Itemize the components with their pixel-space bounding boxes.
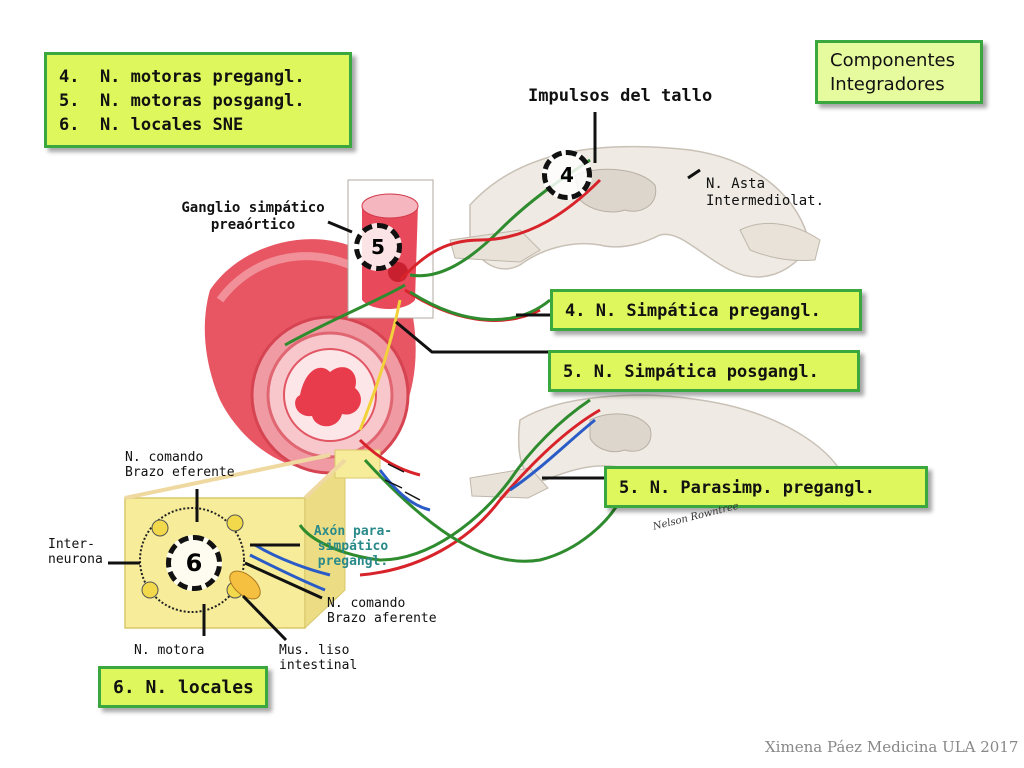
intermediolateral-label: N. Asta Intermediolat. — [706, 176, 824, 210]
smooth-muscle-line-2: intestinal — [279, 658, 358, 673]
callout-lines — [108, 112, 701, 642]
intestine — [204, 239, 416, 475]
marker-6: 6 — [166, 535, 222, 591]
smooth-muscle-line-1: Mus. liso — [279, 643, 350, 658]
outgoing-neurons-legend: 4. N. motoras pregangl. 5. N. motoras po… — [44, 52, 352, 148]
footer-credit: Ximena Páez Medicina ULA 2017 — [765, 738, 1019, 756]
local-neurons-box: 6. N. locales — [98, 666, 268, 708]
asta-line-1: N. Asta — [706, 176, 766, 192]
sympathetic-postganglionic-box: 5. N. Simpática posgangl. — [548, 350, 860, 392]
legend-line-5: 5. N. motoras posgangl. — [59, 91, 305, 111]
command-afferent-label: N. comando Brazo aferente — [327, 596, 437, 626]
legend-line-4: 4. N. motoras pregangl. — [59, 67, 305, 87]
interneuron-label: Inter- neurona — [48, 537, 103, 567]
ganglion-line-1: Ganglio simpático — [181, 200, 325, 216]
orientation-arrows — [384, 463, 421, 501]
interneuron-line-1: Inter- — [48, 537, 95, 552]
command-efferent-line-1: N. comando — [125, 450, 204, 465]
axon-line-3: pregangl. — [317, 554, 389, 569]
smooth-muscle-label: Mus. liso intestinal — [279, 643, 357, 673]
axon-line-2: simpático — [317, 539, 389, 554]
brainstem-impulses-label: Impulsos del tallo — [528, 86, 713, 106]
parasympathetic-preganglionic-box: 5. N. Parasimp. pregangl. — [604, 466, 928, 508]
integrators-line-2: Integradores — [830, 74, 945, 95]
integrators-box: Componentes Integradores — [815, 40, 983, 104]
marker-5: 5 — [354, 223, 402, 271]
command-afferent-line-2: Brazo aferente — [327, 611, 437, 626]
ganglion-label: Ganglio simpático preaórtico — [168, 200, 338, 234]
parasympathetic-axon-label: Axón para- simpático pregangl. — [312, 524, 394, 569]
command-efferent-label: N. comando Brazo eferente — [125, 450, 235, 480]
marker-4: 4 — [542, 150, 592, 200]
ganglion-line-2: preaórtico — [210, 217, 296, 233]
interneuron-line-2: neurona — [48, 552, 103, 567]
axon-line-1: Axón para- — [313, 524, 393, 539]
command-efferent-line-2: Brazo eferente — [125, 465, 235, 480]
legend-line-6: 6. N. locales SNE — [59, 115, 244, 135]
motor-neuron-label: N. motora — [134, 643, 205, 658]
integrators-line-1: Componentes — [830, 50, 955, 71]
asta-line-2: Intermediolat. — [706, 193, 825, 209]
sympathetic-preganglionic-box: 4. N. Simpática pregangl. — [550, 289, 862, 331]
command-afferent-line-1: N. comando — [327, 596, 406, 611]
spinal-cord-upper — [449, 145, 821, 278]
